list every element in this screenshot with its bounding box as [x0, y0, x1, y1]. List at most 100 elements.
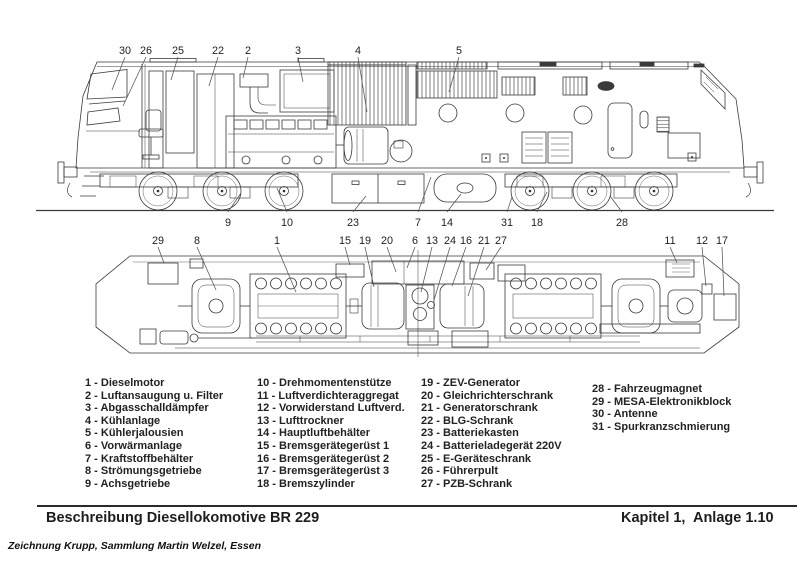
- legend-item-15: 15 - Bremsgerätegerüst 1: [257, 439, 390, 452]
- leader-line-30: [111, 56, 126, 91]
- transmission-right: [611, 278, 661, 334]
- legend-item-28: 28 - Fahrzeugmagnet: [592, 383, 703, 395]
- callout-number-26: 26: [140, 45, 152, 57]
- leader-line-27: [485, 246, 502, 271]
- diesel-engine-side: [225, 115, 337, 169]
- porthole: [438, 103, 458, 123]
- leader-line-16: [451, 246, 467, 287]
- legend-item-20: 20 - Gleichrichterschrank: [421, 389, 554, 402]
- legend-item-30: 30 - Antenne: [592, 408, 658, 421]
- legend-item-8: 8 - Strömungsgetriebe: [85, 465, 202, 478]
- leader-line-8: [196, 246, 217, 291]
- louver-door: [521, 131, 547, 164]
- leader-line-4: [357, 56, 368, 113]
- transmission-left: [191, 278, 241, 334]
- side-grille: [501, 76, 536, 96]
- brake-rack-1: [335, 263, 365, 278]
- legend-item-26: 26 - Führerpult: [421, 465, 499, 478]
- chapter-label: Kapitel 1, Anlage 1.10: [621, 510, 774, 526]
- legend-item-9: 9 - Achsgetriebe: [85, 477, 171, 490]
- cab-window-right: [700, 69, 726, 110]
- preheater-box: [371, 260, 465, 285]
- legend-item-1: 1 - Dieselmotor: [85, 377, 165, 389]
- callout-number-21: 21: [478, 235, 490, 247]
- legend-item-19: 19 - ZEV-Generator: [421, 377, 521, 389]
- callout-number-22: 22: [212, 45, 224, 57]
- cabinet: [165, 70, 195, 154]
- leader-line-21: [467, 246, 485, 297]
- callout-number-13: 13: [426, 235, 438, 247]
- loco-body-outline: [75, 61, 745, 169]
- leader-line-1: [276, 246, 297, 293]
- legend-item-17: 17 - Bremsgerätegerüst 3: [257, 465, 390, 478]
- radiator-shutter-grille: [416, 70, 498, 99]
- callout-number-18: 18: [531, 217, 543, 229]
- leader-line-19: [364, 246, 375, 288]
- legend-item-25: 25 - E-Geräteschrank: [421, 452, 532, 465]
- resistor-box: [701, 283, 713, 295]
- bogie-frame-right: [504, 173, 678, 188]
- leader-line-17: [721, 246, 725, 297]
- leader-line-22: [208, 56, 219, 87]
- leader-line-29: [157, 246, 165, 264]
- callout-number-14: 14: [441, 217, 453, 229]
- callout-number-17: 17: [716, 235, 728, 247]
- callout-number-11: 11: [664, 235, 675, 247]
- leader-line-23: [352, 195, 367, 213]
- legend-item-2: 2 - Luftansaugung u. Filter: [85, 389, 224, 402]
- leader-line-14: [446, 193, 462, 213]
- pzb-cabinet: [497, 264, 526, 282]
- leader-line-15: [344, 246, 351, 266]
- leader-line-2: [242, 56, 249, 79]
- callout-number-31: 31: [501, 217, 513, 229]
- callout-number-30: 30: [119, 45, 131, 57]
- callout-number-28: 28: [616, 217, 628, 229]
- callout-number-5: 5: [456, 45, 462, 57]
- leader-line-18: [536, 191, 548, 213]
- leader-line-3: [297, 56, 304, 83]
- cabinet: [148, 70, 164, 169]
- leader-line-31: [506, 196, 513, 213]
- legend-item-31: 31 - Spurkranzschmierung: [592, 420, 731, 433]
- callout-number-1: 1: [274, 235, 280, 247]
- leader-line-25: [170, 56, 179, 81]
- legend-item-29: 29 - MESA-Elektronikblock: [592, 395, 732, 408]
- legend-item-7: 7 - Kraftstoffbehälter: [85, 452, 194, 465]
- legend-item-11: 11 - Luftverdichteraggregat: [257, 389, 399, 402]
- leader-line-7: [417, 176, 432, 213]
- zev-generator: [361, 282, 405, 330]
- leader-line-5: [448, 56, 460, 93]
- leader-line-11: [669, 246, 678, 264]
- brake-rack-3: [713, 293, 737, 321]
- footer-rule: [37, 505, 797, 507]
- leader-line-12: [701, 246, 707, 287]
- legend-item-12: 12 - Vorwiderstand Luftverd.: [257, 402, 405, 415]
- roof-vent: [693, 63, 705, 68]
- legend-item-22: 22 - BLG-Schrank: [421, 414, 514, 427]
- plan-outline: [95, 255, 740, 354]
- legend-item-5: 5 - Kühlerjalousien: [85, 427, 184, 440]
- side-grille: [562, 76, 588, 96]
- page-title: Beschreibung Diesellokomotive BR 229: [46, 510, 320, 526]
- generator-side: [343, 126, 389, 165]
- final-drive: [667, 289, 703, 323]
- legend-item-18: 18 - Bremszylinder: [257, 477, 355, 490]
- callout-number-8: 8: [194, 235, 200, 247]
- rectifier-generator: [439, 283, 485, 329]
- cab-window: [86, 69, 128, 100]
- callout-number-7: 7: [415, 217, 421, 229]
- leader-line-9: [227, 192, 242, 213]
- air-intake: [239, 73, 269, 88]
- callout-number-20: 20: [381, 235, 393, 247]
- leader-line-20: [386, 246, 397, 273]
- cooling-grille: [327, 64, 407, 126]
- mesa-block: [147, 262, 179, 285]
- callout-number-15: 15: [339, 235, 351, 247]
- air-compressor-unit: [665, 259, 695, 278]
